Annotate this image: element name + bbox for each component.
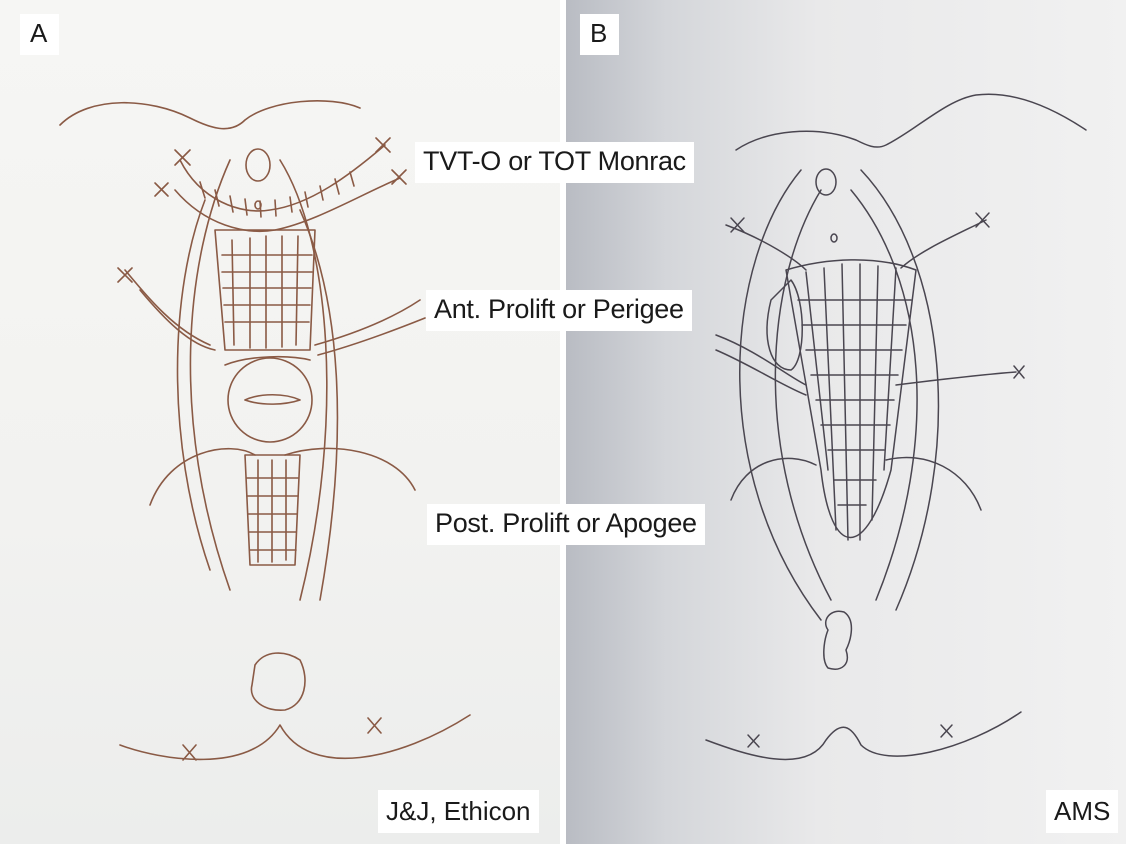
urethral-meatus — [816, 169, 836, 195]
outer-contour-right — [280, 160, 327, 600]
anterior-arm-right — [901, 220, 986, 268]
panel-a-drawing — [0, 0, 560, 844]
outer-contour-right-2 — [300, 210, 337, 600]
anus — [251, 653, 305, 710]
x-mark — [368, 718, 381, 733]
tvt-sling-upper — [180, 145, 385, 211]
cervix-os — [245, 395, 300, 404]
bottom-contour — [120, 715, 470, 759]
x-mark — [748, 735, 759, 747]
bottom-contour — [706, 712, 1021, 759]
anterior-mesh — [215, 230, 315, 350]
lateral-loop-left — [767, 280, 802, 370]
panel-a-sketch — [0, 0, 560, 844]
top-contour — [736, 94, 1086, 150]
panel-b-letter: B — [580, 14, 619, 55]
outer-contour-left-2 — [178, 200, 211, 570]
urethral-meatus — [246, 149, 270, 181]
posterior-arm-left — [150, 449, 255, 505]
panel-b-sketch — [566, 0, 1126, 844]
callout-posterior-mesh: Post. Prolift or Apogee — [427, 504, 705, 545]
panel-a-letter: A — [20, 14, 59, 55]
outer-contour-right — [861, 170, 938, 610]
tvt-sling-lower — [175, 178, 400, 231]
x-mark — [976, 213, 989, 227]
x-mark — [183, 745, 196, 760]
anterior-mesh-grid — [222, 236, 312, 348]
x-mark — [155, 183, 168, 196]
manufacturer-a: J&J, Ethicon — [378, 790, 539, 833]
anterior-mesh-grid — [798, 264, 911, 540]
clitoris-mark — [831, 234, 837, 242]
anterior-arm-left — [125, 270, 210, 345]
anterior-mesh — [786, 260, 916, 538]
top-contour — [60, 101, 360, 129]
x-mark — [941, 725, 952, 737]
callout-anterior-mesh: Ant. Prolift or Perigee — [426, 290, 692, 331]
outer-contour-left-2 — [775, 190, 831, 600]
outer-contour-right-2 — [851, 190, 917, 600]
manufacturer-b: AMS — [1046, 790, 1118, 833]
x-mark — [392, 170, 406, 184]
lateral-arm-left — [716, 335, 806, 385]
posterior-arm-right — [886, 457, 981, 510]
lateral-arm-right — [896, 372, 1016, 385]
x-mark — [376, 138, 390, 152]
posterior-arm-left — [731, 458, 816, 500]
panel-b-drawing — [566, 0, 1126, 844]
posterior-mesh-grid — [247, 460, 298, 562]
posterior-arm-right — [285, 448, 415, 490]
x-mark — [175, 150, 190, 165]
anus — [824, 611, 852, 669]
callout-sling: TVT-O or TOT Monrac — [415, 142, 694, 183]
